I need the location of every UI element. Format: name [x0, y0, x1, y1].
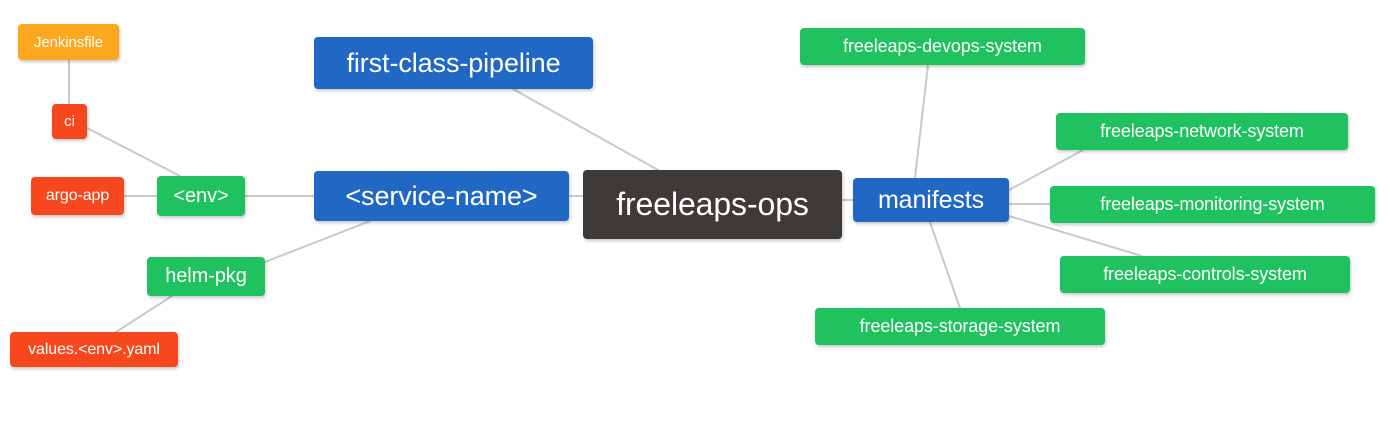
node-manifests[interactable]: manifests: [853, 178, 1009, 222]
node-helm-pkg[interactable]: helm-pkg: [147, 257, 265, 296]
edge-values-yaml-to-helm-pkg: [115, 295, 173, 333]
node-monitoring-system[interactable]: freeleaps-monitoring-system: [1050, 186, 1375, 223]
node-controls-system[interactable]: freeleaps-controls-system: [1060, 256, 1350, 293]
node-jenkinsfile[interactable]: Jenkinsfile: [18, 24, 119, 60]
node-argo-app[interactable]: argo-app: [31, 177, 124, 215]
edge-manifests-to-devops-system: [914, 64, 929, 179]
node-env[interactable]: <env>: [157, 176, 245, 216]
node-values-yaml[interactable]: values.<env>.yaml: [10, 332, 178, 367]
node-service-name[interactable]: <service-name>: [314, 171, 569, 221]
edge-helm-pkg-to-service-name: [264, 220, 371, 263]
node-network-system[interactable]: freeleaps-network-system: [1056, 113, 1348, 150]
node-freeleaps-ops[interactable]: freeleaps-ops: [583, 170, 842, 239]
edge-ci-to-env: [86, 127, 181, 177]
node-devops-system[interactable]: freeleaps-devops-system: [800, 28, 1085, 65]
edge-manifests-to-storage-system: [929, 221, 961, 309]
node-storage-system[interactable]: freeleaps-storage-system: [815, 308, 1105, 345]
edge-manifests-to-network-system: [1008, 149, 1084, 191]
edge-first-class-pipeline-to-freeleaps-ops: [512, 88, 659, 171]
node-first-class-pipeline[interactable]: first-class-pipeline: [314, 37, 593, 89]
node-ci[interactable]: ci: [52, 104, 87, 139]
